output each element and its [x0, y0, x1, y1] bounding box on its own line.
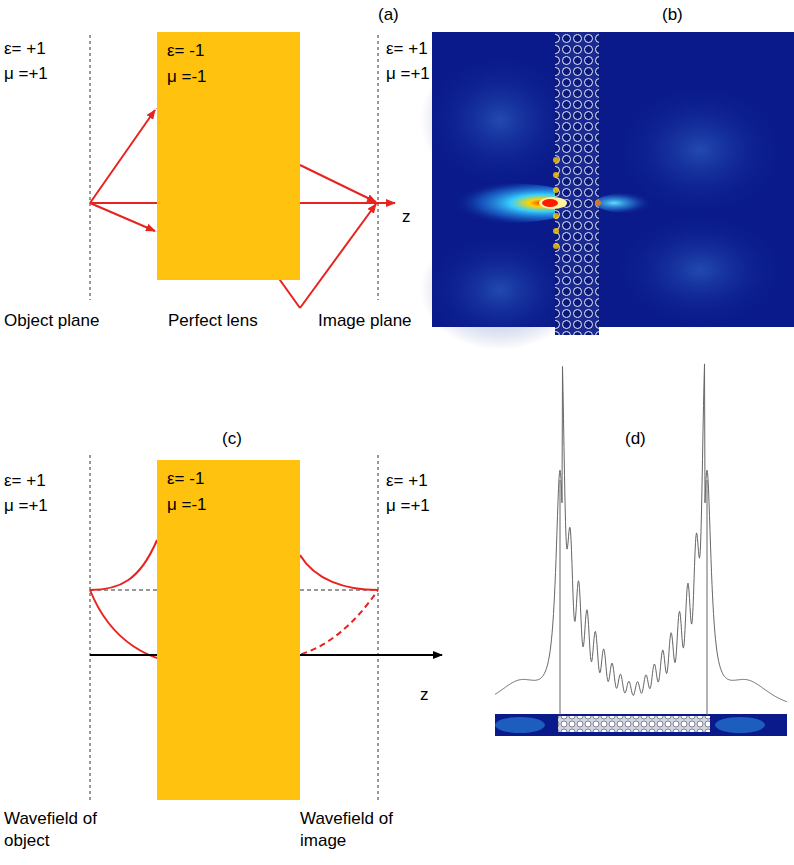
wavefield-label: Wavefield of image	[300, 808, 430, 852]
plane-label: Object plane	[4, 310, 99, 332]
intensity-curve	[495, 364, 787, 702]
material-parameter: ε= +1	[4, 38, 46, 60]
lens-slab: ε= -1μ =-1	[157, 460, 300, 800]
rod-array	[558, 716, 710, 732]
wavefield-label: Wavefield of object	[4, 808, 134, 852]
material-parameter: μ =+1	[4, 63, 48, 85]
material-parameter: μ =+1	[386, 495, 430, 517]
plane-label: Image plane	[318, 310, 412, 332]
plane-label: Perfect lens	[168, 310, 258, 332]
material-parameter: μ =+1	[4, 495, 48, 517]
lens-slab: ε= -1μ =-1	[157, 32, 300, 280]
field-map	[420, 32, 794, 350]
material-parameter: ε= +1	[4, 470, 46, 492]
image-plane-line	[378, 35, 379, 300]
panel-label: (b)	[662, 4, 683, 26]
panel-label: (d)	[625, 428, 646, 450]
material-parameter: μ =-1	[167, 492, 290, 518]
material-parameter: μ =-1	[167, 64, 290, 90]
axis-label: z	[420, 684, 429, 706]
material-parameter: ε= +1	[386, 470, 428, 492]
object-plane-line	[90, 455, 91, 800]
panel-label: (a)	[378, 4, 399, 26]
material-parameter: μ =+1	[386, 63, 430, 85]
object-plane-line	[90, 35, 91, 300]
waveguide-strip	[495, 714, 787, 736]
panel-label: (c)	[222, 428, 242, 450]
image-plane-line	[378, 455, 379, 800]
material-parameter: ε= +1	[386, 38, 428, 60]
material-parameter: ε= -1	[167, 38, 290, 64]
material-parameter: ε= -1	[167, 466, 290, 492]
axis-label: z	[402, 206, 411, 228]
